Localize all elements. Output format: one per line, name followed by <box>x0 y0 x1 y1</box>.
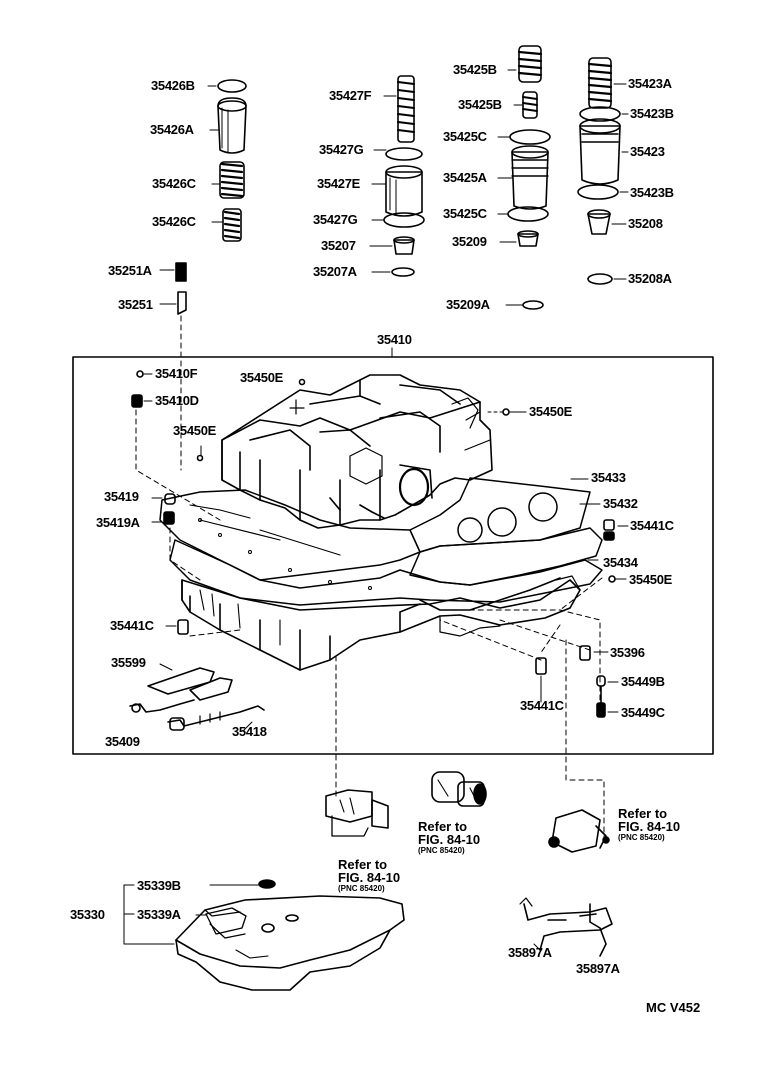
label-35425B-lower: 35425B <box>458 97 502 112</box>
label-35209: 35209 <box>452 234 487 249</box>
label-35441C-left: 35441C <box>110 618 154 633</box>
label-35427G-upper: 35427G <box>319 142 364 157</box>
reference-note-line1: Refer to <box>618 806 668 821</box>
part-35425-group <box>497 45 551 310</box>
small-parts-right <box>439 408 629 718</box>
reference-note-pnc: (PNC 85420) <box>418 846 465 855</box>
label-35426C-upper: 35426C <box>152 176 196 191</box>
reference-note-line2: FIG. 84-10 <box>418 832 481 847</box>
label-35396: 35396 <box>610 645 645 660</box>
part-35251-group <box>159 262 187 471</box>
label-35425C-lower: 35425C <box>443 206 487 221</box>
label-35208: 35208 <box>628 216 663 231</box>
label-35207: 35207 <box>321 238 356 253</box>
label-35423B-upper: 35423B <box>630 106 674 121</box>
label-35897A-left: 35897A <box>508 945 552 960</box>
label-35450E-c: 35450E <box>173 423 217 438</box>
part-35426-group <box>207 79 247 242</box>
label-35425A: 35425A <box>443 170 487 185</box>
reference-note-right: Refer to FIG. 84-10 (PNC 85420) <box>618 807 680 842</box>
reference-note-pnc: (PNC 85420) <box>618 833 665 842</box>
label-35339A: 35339A <box>137 907 181 922</box>
label-35410D: 35410D <box>155 393 199 408</box>
solenoid-left <box>325 789 389 837</box>
label-35425B-upper: 35425B <box>453 62 497 77</box>
small-parts-left <box>131 370 306 521</box>
label-35432: 35432 <box>603 496 638 511</box>
solenoid-right <box>548 809 610 853</box>
label-35450E-b: 35450E <box>529 404 573 419</box>
small-parts-bottom-left <box>129 493 265 731</box>
reference-note-line2: FIG. 84-10 <box>338 870 401 885</box>
label-35425C-upper: 35425C <box>443 129 487 144</box>
label-35427G-lower: 35427G <box>313 212 358 227</box>
part-35423-group <box>577 57 629 285</box>
label-35339B: 35339B <box>137 878 181 893</box>
oil-pipes <box>519 897 613 957</box>
label-35410F: 35410F <box>155 366 198 381</box>
label-35450E-a: 35450E <box>240 370 284 385</box>
label-35434: 35434 <box>603 555 638 570</box>
label-35208A: 35208A <box>628 271 672 286</box>
label-35209A: 35209A <box>446 297 490 312</box>
separator-plates <box>159 477 603 606</box>
label-35897A-right: 35897A <box>576 961 620 976</box>
label-35418: 35418 <box>232 724 267 739</box>
label-35410: 35410 <box>377 332 412 347</box>
reference-note-line1: Refer to <box>418 819 468 834</box>
oil-strainer <box>123 879 405 991</box>
reference-note-line1: Refer to <box>338 857 388 872</box>
label-35423: 35423 <box>630 144 665 159</box>
label-35426A: 35426A <box>150 122 194 137</box>
valve-body-assembly-frame <box>72 356 714 755</box>
label-35441C-right: 35441C <box>630 518 674 533</box>
label-35449B: 35449B <box>621 674 665 689</box>
label-35427F: 35427F <box>329 88 372 103</box>
reference-note-middle: Refer to FIG. 84-10 (PNC 85420) <box>418 820 480 855</box>
label-35599: 35599 <box>111 655 146 670</box>
diagram-code: MC V452 <box>646 1000 701 1015</box>
label-35433: 35433 <box>591 470 626 485</box>
label-35427E: 35427E <box>317 176 361 191</box>
label-35423A: 35423A <box>628 76 672 91</box>
reference-note-line2: FIG. 84-10 <box>618 819 681 834</box>
label-35330: 35330 <box>70 907 105 922</box>
label-35426C-lower: 35426C <box>152 214 196 229</box>
label-35423B-lower: 35423B <box>630 185 674 200</box>
part-35427-group <box>369 75 425 277</box>
label-35450E-d: 35450E <box>629 572 673 587</box>
label-35251: 35251 <box>118 297 153 312</box>
label-35441C-bottom: 35441C <box>520 698 564 713</box>
label-35207A: 35207A <box>313 264 357 279</box>
reference-note-left: Refer to FIG. 84-10 (PNC 85420) <box>338 858 400 893</box>
label-35251A: 35251A <box>108 263 152 278</box>
label-35409: 35409 <box>105 734 140 749</box>
lower-valve-body <box>181 575 581 671</box>
label-35449C: 35449C <box>621 705 665 720</box>
label-35419A: 35419A <box>96 515 140 530</box>
reference-note-pnc: (PNC 85420) <box>338 884 385 893</box>
solenoid-middle <box>431 771 487 807</box>
upper-valve-body <box>221 374 493 529</box>
label-35419: 35419 <box>104 489 139 504</box>
label-35426B: 35426B <box>151 78 195 93</box>
